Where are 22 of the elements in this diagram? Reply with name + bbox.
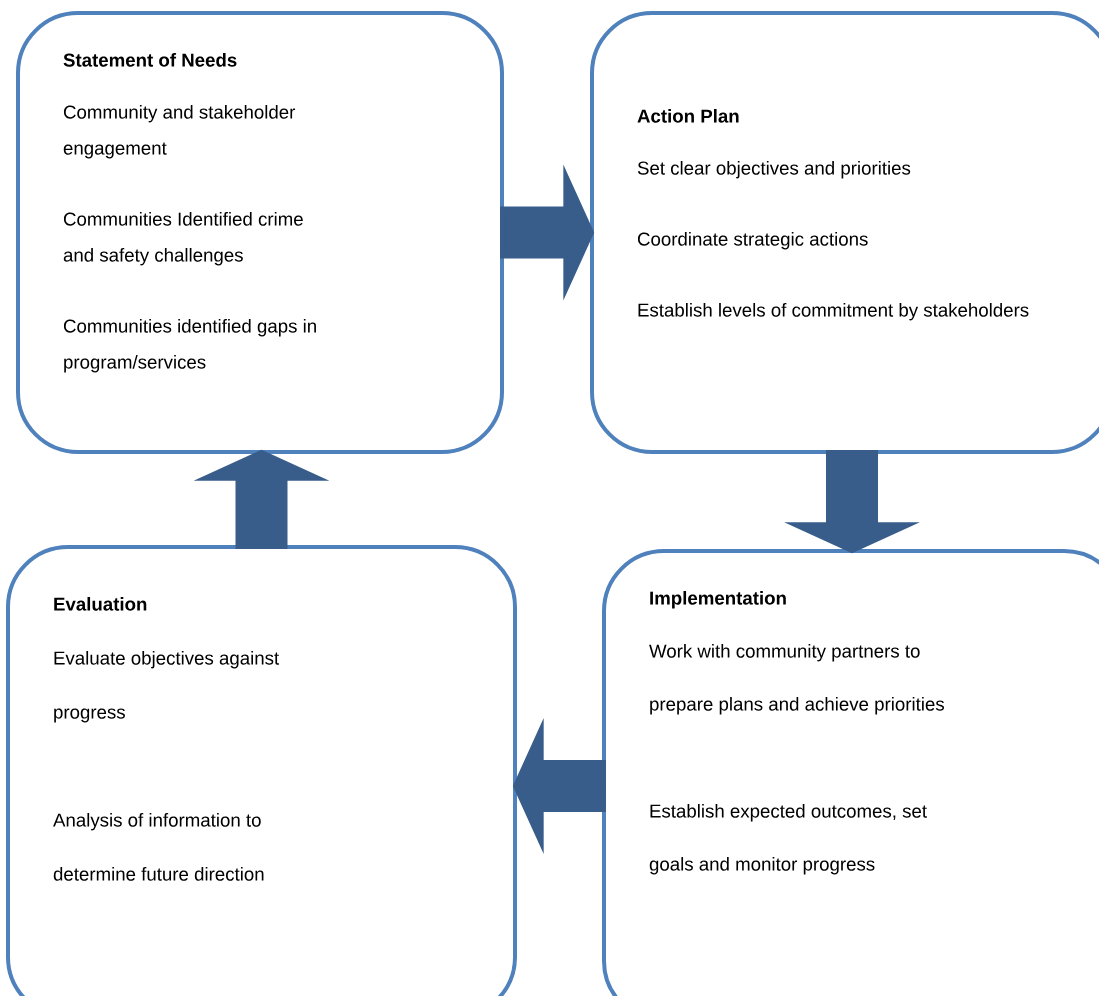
box-text: Communities Identified crime and safety challenges: [63, 212, 303, 266]
rounded-box: [6, 545, 517, 996]
block-arrow: [500, 164, 595, 301]
box-text: Community and stakeholder engagement: [63, 105, 296, 159]
block-arrow: [512, 718, 606, 854]
rounded-box: [16, 11, 504, 454]
box-heading: Action Plan: [637, 109, 739, 123]
box-heading: Evaluation: [54, 597, 147, 611]
box-text: Evaluate objectives against progress: [54, 651, 280, 723]
rounded-box: [590, 11, 1099, 454]
box-text: Establish expected outcomes, set goals and monitor progress: [649, 804, 927, 875]
block-arrow: [193, 449, 330, 549]
box-text: Analysis of information to determine future direction: [53, 813, 264, 881]
box-heading: Statement of Needs: [63, 53, 237, 67]
box-text: Communities identified gaps in program/services: [63, 319, 316, 373]
rounded-box: [602, 549, 1099, 996]
box-heading: Implementation: [650, 591, 786, 609]
block-arrow: [784, 450, 920, 554]
box-text: Work with community partners to prepare plans and achieve priorities: [649, 644, 944, 715]
box-text: Coordinate strategic actions: [637, 232, 868, 250]
box-text: Set clear objectives and priorities: [637, 161, 911, 179]
box-text: Establish levels of commitment by stakeholders: [638, 303, 1029, 321]
